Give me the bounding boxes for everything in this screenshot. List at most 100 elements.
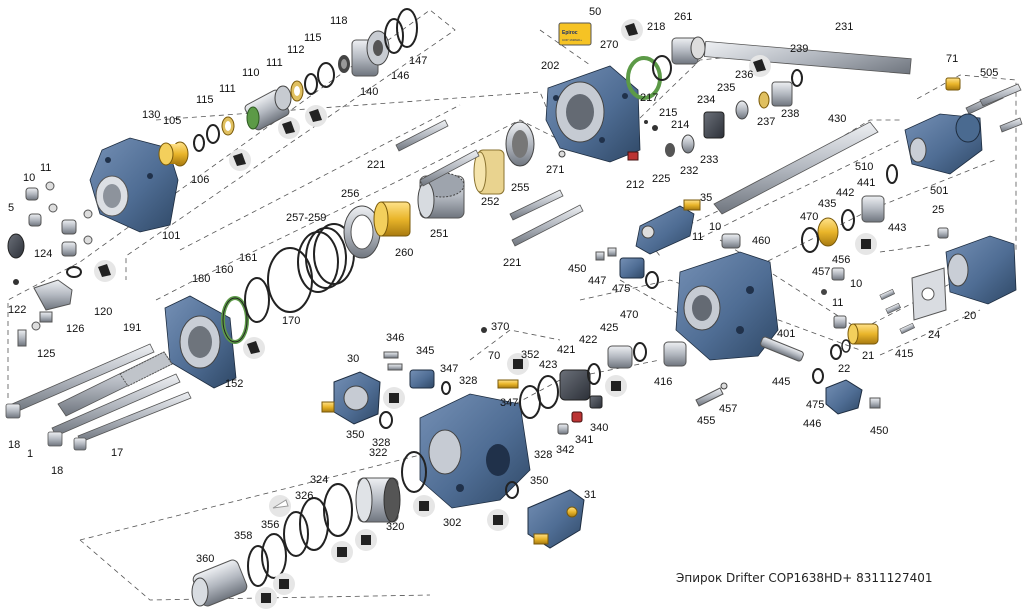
brand-logo-text: Epiroc — [562, 30, 578, 36]
part-callout-11: 11 — [692, 231, 703, 243]
housing-152 — [164, 295, 237, 389]
part-callout-140: 140 — [360, 86, 378, 98]
detail-thumbnails — [94, 19, 877, 609]
small-parts-10-11-456-457 — [721, 227, 949, 353]
part-callout-422: 422 — [579, 334, 597, 346]
pins-415 — [879, 288, 916, 335]
rings-356-358 — [247, 533, 287, 587]
part-callout-11: 11 — [832, 297, 843, 309]
part-callout-261: 261 — [674, 11, 692, 23]
part-callout-232: 232 — [680, 165, 698, 177]
part-callout-191: 191 — [123, 322, 141, 334]
detail-thumb — [487, 509, 509, 531]
detail-thumb — [355, 529, 377, 551]
detail-thumb — [94, 260, 116, 282]
part-callout-435: 435 — [818, 198, 836, 210]
plate-24 — [911, 267, 947, 321]
valve-spool-445 — [760, 336, 804, 362]
part-callout-425: 425 — [600, 322, 618, 334]
part-callout-202: 202 — [541, 60, 559, 72]
detail-thumb — [273, 573, 295, 595]
detail-thumb — [507, 353, 529, 375]
part-callout-442: 442 — [836, 187, 854, 199]
part-callout-214: 214 — [671, 119, 689, 131]
part-callout-125: 125 — [37, 348, 55, 360]
part-callout-70: 70 — [488, 350, 500, 362]
part-callout-112: 112 — [287, 44, 305, 56]
valve-parts-421-425 — [519, 342, 647, 419]
part-callout-443: 443 — [888, 222, 906, 234]
parts-232-238 — [558, 81, 793, 161]
ring-161 — [244, 277, 270, 323]
bearing-255 — [505, 121, 535, 167]
part-callout-328: 328 — [459, 375, 477, 387]
part-callout-225: 225 — [652, 173, 670, 185]
part-callout-455: 455 — [697, 415, 715, 427]
ring-239 — [791, 69, 803, 87]
part-callout-457: 457 — [812, 266, 830, 278]
part-callout-217: 217 — [640, 92, 658, 104]
part-callout-130: 130 — [142, 109, 160, 121]
part-callout-111: 111 — [266, 57, 283, 69]
fasteners-front-head — [7, 181, 93, 278]
part-callout-231: 231 — [835, 21, 853, 33]
part-callout-456: 456 — [832, 254, 850, 266]
shank-1 — [57, 351, 173, 417]
seal-160 — [221, 296, 249, 344]
detail-thumb — [605, 375, 627, 397]
fitting-345 — [383, 351, 435, 389]
bolts-221 — [395, 119, 584, 247]
rotation-housing-202 — [545, 65, 641, 163]
part-callout-35: 35 — [700, 192, 712, 204]
part-callout-430: 430 — [828, 113, 846, 125]
part-callout-105: 105 — [163, 115, 181, 127]
rings-328-347-350 — [379, 381, 519, 499]
part-callout-120: 120 — [94, 306, 112, 318]
part-callout-160: 160 — [215, 264, 233, 276]
assembly-guide-lines — [7, 9, 1017, 601]
part-callout-17: 17 — [111, 447, 123, 459]
small-rings-106 — [193, 124, 220, 152]
part-callout-416: 416 — [654, 376, 672, 388]
part-callout-147: 147 — [409, 55, 427, 67]
part-callout-10: 10 — [850, 278, 862, 290]
part-callout-255: 255 — [511, 182, 529, 194]
sleeve-360 — [191, 559, 248, 607]
part-callout-470: 470 — [620, 309, 638, 321]
part-callout-238: 238 — [781, 108, 799, 120]
part-callout-328: 328 — [534, 449, 552, 461]
part-callout-124: 124 — [34, 248, 52, 260]
part-callout-350: 350 — [346, 429, 364, 441]
fitting-71 — [945, 77, 961, 91]
parts-435-443 — [801, 164, 898, 253]
rings-322-324-326 — [283, 451, 427, 557]
part-callout-10: 10 — [709, 221, 721, 233]
part-callout-322: 322 — [369, 447, 387, 459]
part-callout-237: 237 — [757, 116, 775, 128]
part-callout-415: 415 — [895, 348, 913, 360]
detail-thumb — [749, 55, 771, 77]
bolts-505 — [965, 83, 1023, 133]
epiroc-tag-50: Epiroc COP 1638HD+ — [558, 22, 592, 46]
ring-218 — [652, 55, 672, 81]
part-callout-25: 25 — [932, 204, 944, 216]
part-callout-328: 328 — [372, 437, 390, 449]
detail-thumb — [413, 495, 435, 517]
detail-thumb — [229, 149, 251, 171]
part-callout-352: 352 — [521, 349, 539, 361]
part-callout-115: 115 — [304, 32, 322, 44]
part-callout-218: 218 — [647, 21, 665, 33]
part-callout-347: 347 — [440, 363, 458, 375]
part-callout-212: 212 — [626, 179, 644, 191]
part-callout-180: 180 — [192, 273, 210, 285]
part-callout-470: 470 — [800, 211, 818, 223]
part-callout-30: 30 — [347, 353, 359, 365]
part-callout-122: 122 — [8, 304, 26, 316]
cylinder-302 — [419, 393, 531, 509]
part-callout-233: 233 — [700, 154, 718, 166]
part-callout-350: 350 — [530, 475, 548, 487]
tie-rods-17-18 — [5, 343, 192, 451]
part-callout-341: 341 — [575, 434, 593, 446]
